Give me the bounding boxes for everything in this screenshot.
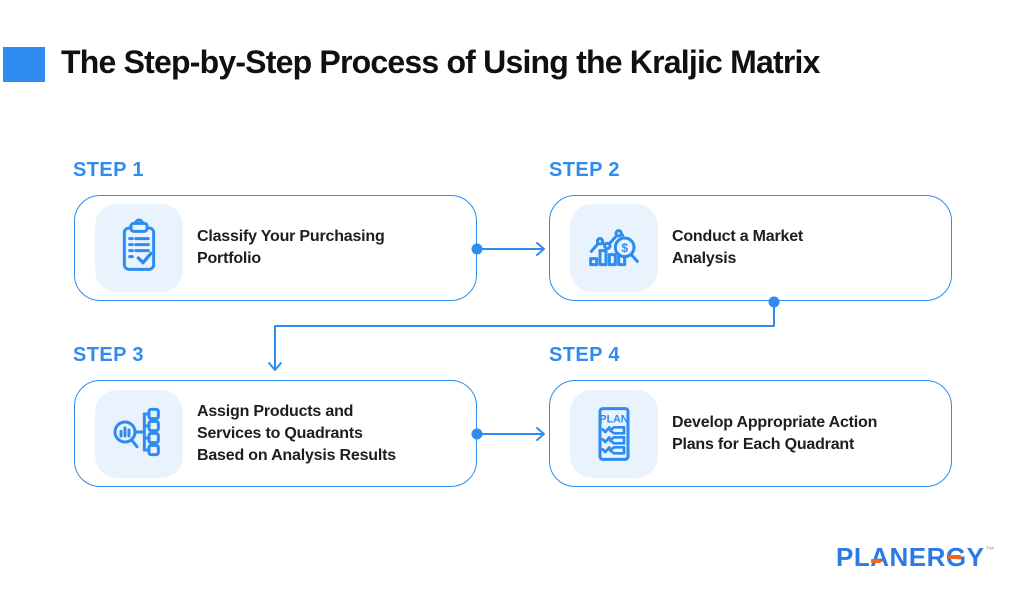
step-3-text: Assign Products and Services to Quadrant… xyxy=(197,401,396,467)
step-1-label: STEP 1 xyxy=(73,159,144,181)
step-4-label: STEP 4 xyxy=(549,344,620,366)
step-1-text-line: Portfolio xyxy=(197,250,261,267)
step-2-label: STEP 2 xyxy=(549,159,620,181)
logo-orange-accent-a xyxy=(871,559,881,563)
magnifier-hierarchy-icon xyxy=(113,407,160,456)
step-1-text: Classify Your Purchasing Portfolio xyxy=(197,226,385,270)
step-3-text-line: Based on Analysis Results xyxy=(197,446,396,464)
step-3-label: STEP 3 xyxy=(73,344,144,366)
step-4-text-line: Plans for Each Quadrant xyxy=(672,435,855,453)
step-2-text-line: Analysis xyxy=(672,250,737,267)
clipboard-checklist-icon xyxy=(122,218,156,271)
step-2-text: Conduct a Market Analysis xyxy=(672,226,803,270)
planergy-logo-text: PLANERGY xyxy=(836,542,985,572)
dollar-glyph: $ xyxy=(621,241,628,255)
logo-orange-accent-g xyxy=(948,555,961,559)
step-3-text-line: Assign Products and xyxy=(197,402,354,420)
plan-label-glyph: PLAN xyxy=(599,413,628,425)
step-1-card: Classify Your Purchasing Portfolio xyxy=(74,195,477,301)
plan-document-icon: PLAN xyxy=(598,406,630,461)
arrowhead-step4 xyxy=(536,427,545,441)
page-title: The Step-by-Step Process of Using the Kr… xyxy=(61,44,820,80)
step-4-text: Develop Appropriate Action Plans for Eac… xyxy=(672,412,877,456)
step-4-card: PLAN Develop Appropriate Action Plans fo… xyxy=(549,380,952,487)
title-accent-bar xyxy=(3,47,45,82)
connector-step2-step3 xyxy=(274,301,775,370)
step-2-text-line: Conduct a Market xyxy=(672,228,804,245)
step-2-card: $ Conduct a Market Analysis xyxy=(549,195,952,301)
arrowhead-step3 xyxy=(268,362,282,371)
chart-magnifier-dollar-icon: $ xyxy=(589,229,639,267)
step-3-card: Assign Products and Services to Quadrant… xyxy=(74,380,477,487)
arrowhead-step2 xyxy=(536,242,545,256)
trademark-symbol: ™ xyxy=(985,545,995,555)
step-4-icon-tile: PLAN xyxy=(570,389,658,478)
step-2-icon-tile: $ xyxy=(570,204,658,292)
step-3-icon-tile xyxy=(95,389,183,478)
step-1-icon-tile xyxy=(95,204,183,292)
step-1-text-line: Classify Your Purchasing xyxy=(197,228,385,245)
step-4-text-line: Develop Appropriate Action xyxy=(672,413,878,431)
step-3-text-line: Services to Quadrants xyxy=(197,424,363,442)
planergy-logo: PLANERGY™ xyxy=(836,542,995,573)
